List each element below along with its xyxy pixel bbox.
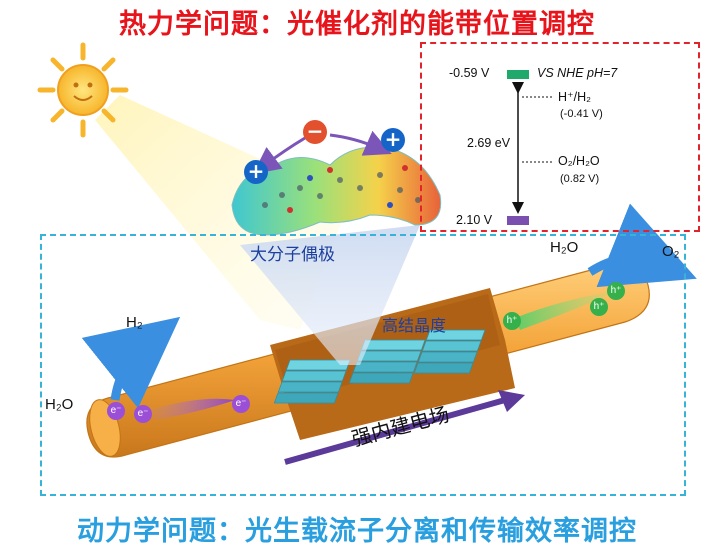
h2o-left-label: H₂O bbox=[45, 396, 74, 413]
title-thermodynamics: 热力学问题：光催化剂的能带位置调控 bbox=[119, 9, 595, 40]
o2-arrow bbox=[587, 203, 697, 288]
energy-diagram-frame bbox=[420, 42, 700, 232]
plus-charge-icon-right: + bbox=[381, 128, 405, 152]
cb-bar bbox=[507, 70, 529, 79]
electron-icon-1: e⁻ bbox=[107, 402, 125, 420]
hole-icon-3: h⁺ bbox=[607, 282, 625, 300]
kinetics-frame bbox=[40, 234, 686, 496]
cb-potential: -0.59 V bbox=[449, 66, 490, 80]
minus-charge-icon: − bbox=[303, 120, 327, 144]
hole-icon-1: h⁺ bbox=[503, 312, 521, 330]
sun-icon bbox=[37, 42, 129, 138]
dipole-arrows bbox=[252, 130, 392, 174]
plus-charge-icon-left: + bbox=[244, 160, 268, 184]
title-kinetics: 动力学问题：光生载流子分离和传输效率调控 bbox=[77, 516, 637, 547]
molecule-surface bbox=[231, 146, 442, 236]
band-gap: 2.69 eV bbox=[467, 136, 511, 150]
field-arrow bbox=[284, 390, 525, 465]
electron-icon-2: e⁻ bbox=[134, 405, 152, 423]
electron-icon-3: e⁻ bbox=[232, 395, 250, 413]
o-potential: (0.82 V) bbox=[560, 173, 600, 185]
reference-scale: VS NHE pH=7 bbox=[537, 66, 618, 80]
o2-label: O₂ bbox=[662, 243, 680, 260]
hole-icon-2: h⁺ bbox=[590, 298, 608, 316]
h2-label: H₂ bbox=[126, 314, 143, 331]
h2o-right-label: H₂O bbox=[550, 239, 579, 256]
h-potential: (-0.41 V) bbox=[560, 108, 603, 120]
band-diagram bbox=[507, 70, 553, 225]
o-couple: O₂/H₂O bbox=[558, 154, 600, 168]
electron-trails bbox=[150, 398, 235, 420]
dipole-label: 大分子偶极 bbox=[250, 245, 335, 265]
h-couple: H⁺/H₂ bbox=[558, 90, 591, 104]
h2-arrow bbox=[81, 316, 181, 409]
crystal-stacks bbox=[273, 329, 486, 404]
vb-potential: 2.10 V bbox=[456, 213, 493, 227]
crystallinity-label: 高结晶度 bbox=[382, 316, 447, 335]
zoom-cone bbox=[240, 225, 420, 365]
vb-bar bbox=[507, 216, 529, 225]
